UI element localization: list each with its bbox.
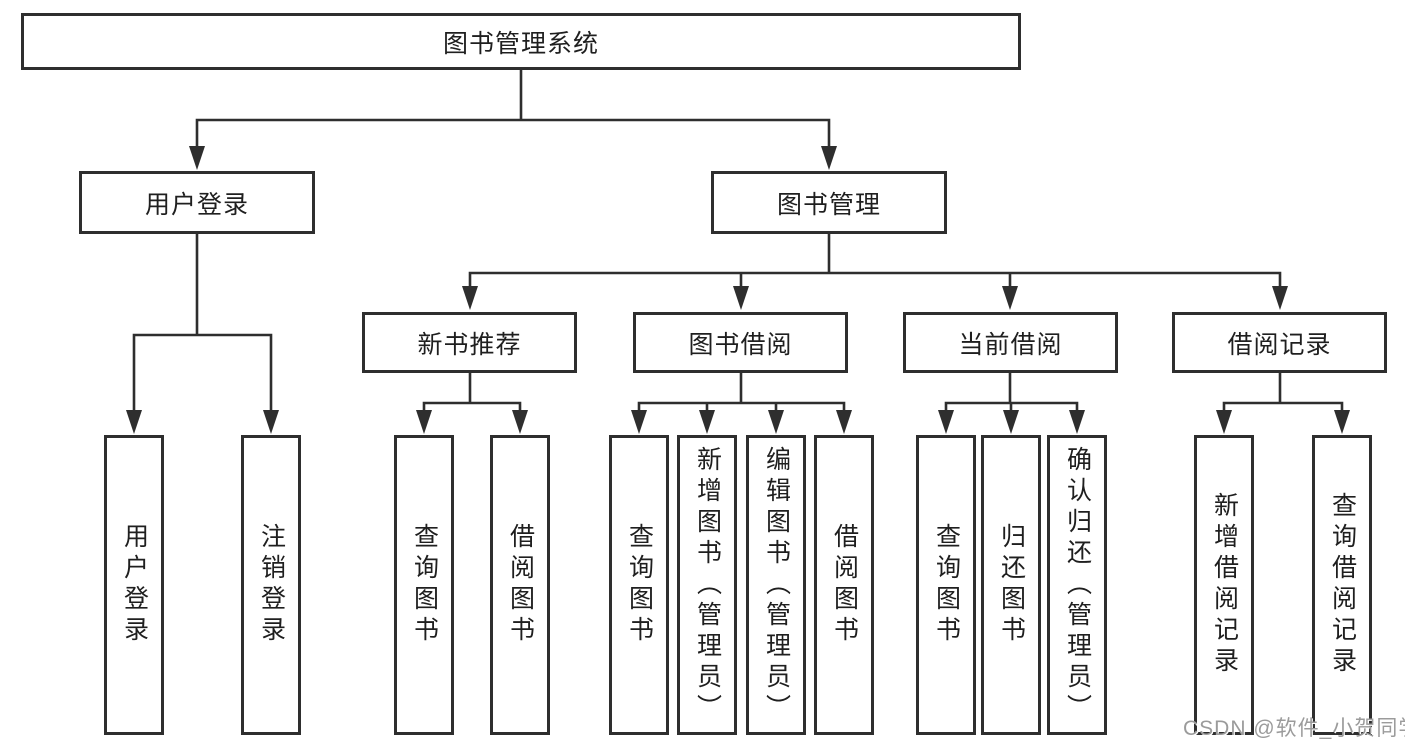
csdn-watermark: CSDN @软件_小贺同学	[1183, 717, 1405, 740]
node-book-borrow: 图书借阅	[633, 312, 848, 373]
node-user-login: 用户登录	[79, 171, 315, 234]
leaf-borrow-query-book-label: 查询图书	[625, 523, 654, 647]
node-library-system: 图书管理系统	[21, 13, 1021, 70]
leaf-recommend-borrow-book: 借阅图书	[490, 435, 550, 735]
leaf-add-book-admin-label: 新增图书（管理员）	[693, 445, 722, 725]
node-book-management: 图书管理	[711, 171, 947, 234]
leaf-borrow-book-label: 借阅图书	[830, 523, 859, 647]
leaf-add-borrow-record: 新增借阅记录	[1194, 435, 1254, 735]
node-user-login-label: 用户登录	[144, 190, 249, 219]
leaf-logout-label: 注销登录	[257, 523, 286, 647]
leaf-add-book-admin: 新增图书（管理员）	[677, 435, 737, 735]
leaf-recommend-query-book: 查询图书	[394, 435, 454, 735]
leaf-return-book: 归还图书	[981, 435, 1041, 735]
node-new-book-recommend: 新书推荐	[362, 312, 577, 373]
leaf-recommend-query-book-label: 查询图书	[410, 523, 439, 647]
leaf-add-borrow-record-label: 新增借阅记录	[1210, 492, 1239, 678]
leaf-query-borrow-record: 查询借阅记录	[1312, 435, 1372, 735]
leaf-return-book-label: 归还图书	[997, 523, 1026, 647]
leaf-borrow-query-book: 查询图书	[609, 435, 669, 735]
node-current-borrow: 当前借阅	[903, 312, 1118, 373]
leaf-edit-book-admin-label: 编辑图书（管理员）	[762, 445, 791, 725]
leaf-query-borrow-record-label: 查询借阅记录	[1328, 492, 1357, 678]
leaf-current-query-book-label: 查询图书	[932, 523, 961, 647]
node-current-borrow-label: 当前借阅	[958, 330, 1063, 359]
leaf-user-login-label: 用户登录	[120, 523, 149, 647]
leaf-current-query-book: 查询图书	[916, 435, 976, 735]
node-borrow-records-label: 借阅记录	[1227, 330, 1332, 359]
leaf-confirm-return-admin-label: 确认归还（管理员）	[1063, 445, 1092, 725]
node-new-book-recommend-label: 新书推荐	[417, 330, 522, 359]
leaf-edit-book-admin: 编辑图书（管理员）	[746, 435, 806, 735]
node-library-system-label: 图书管理系统	[442, 29, 599, 58]
node-borrow-records: 借阅记录	[1172, 312, 1387, 373]
leaf-recommend-borrow-book-label: 借阅图书	[506, 523, 535, 647]
leaf-confirm-return-admin: 确认归还（管理员）	[1047, 435, 1107, 735]
leaf-borrow-book: 借阅图书	[814, 435, 874, 735]
node-book-borrow-label: 图书借阅	[688, 330, 793, 359]
leaf-user-login: 用户登录	[104, 435, 164, 735]
node-book-management-label: 图书管理	[776, 190, 881, 219]
leaf-logout: 注销登录	[241, 435, 301, 735]
